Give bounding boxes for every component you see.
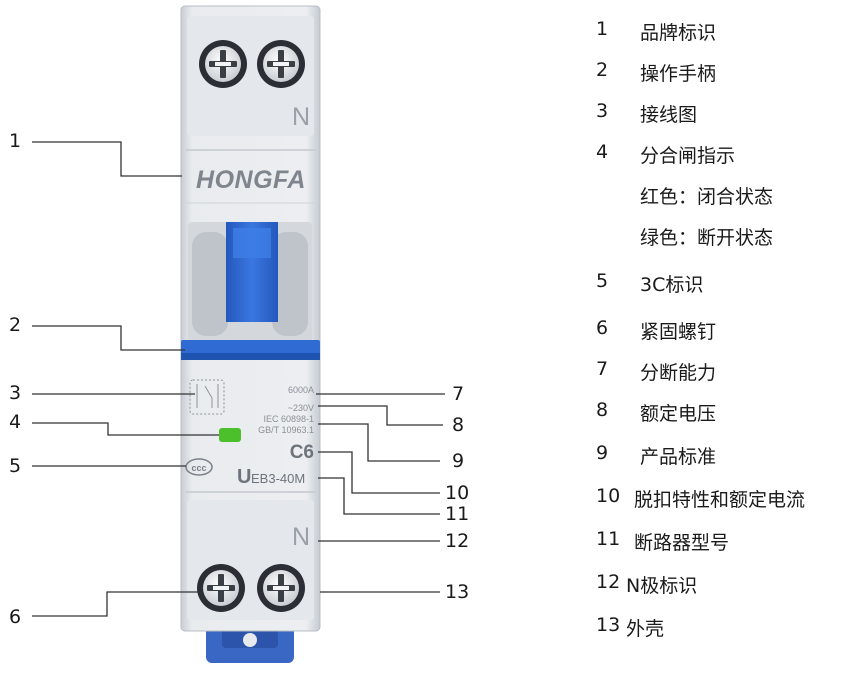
legend-label: 接线图: [640, 104, 698, 126]
wiring-diagram-icon: [189, 379, 225, 415]
legend-label: 分合闸指示: [640, 145, 736, 167]
voltage-text: ~230V: [288, 403, 314, 413]
legend-number: 5: [596, 270, 609, 292]
callout-number: 8: [452, 414, 465, 436]
legend-number: 13: [596, 614, 621, 636]
legend-label: 紧固螺钉: [640, 321, 717, 343]
legend-number: 6: [596, 317, 609, 339]
screw-icon: [257, 564, 305, 612]
brand-logo: HONGFA: [196, 166, 306, 194]
legend-number: 11: [596, 528, 621, 550]
breaking-capacity-text: 6000A: [288, 385, 314, 395]
legend-number: 8: [596, 399, 609, 421]
legend-label: N极标识: [626, 575, 698, 597]
din-clip: [206, 625, 294, 663]
callout-number: 5: [9, 455, 22, 477]
ccc-mark-icon: ccc: [185, 458, 213, 476]
spec-text: 6000A ~230V IEC 60898-1 GB/T 10963.1 C6 …: [237, 385, 314, 488]
screw-icon: [257, 40, 305, 88]
status-indicator: [219, 428, 241, 442]
callout-number: 11: [445, 503, 470, 525]
callout-number: 1: [9, 130, 22, 152]
callout-number: 2: [9, 314, 22, 336]
callout-number: 12: [445, 530, 470, 552]
callout-number: 3: [9, 382, 22, 404]
legend-label: 品牌标识: [640, 22, 717, 44]
standard-text-2: GB/T 10963.1: [258, 425, 314, 435]
legend-label: 3C标识: [640, 274, 704, 296]
legend-number: 12: [596, 571, 621, 593]
legend-label: 分断能力: [640, 362, 717, 384]
operating-handle[interactable]: [181, 222, 320, 360]
neutral-mark-top: N: [292, 103, 310, 131]
callout-number: 9: [452, 450, 465, 472]
callout-number: 13: [445, 581, 470, 603]
legend-number: 10: [596, 485, 621, 507]
model-prefix: U: [237, 466, 251, 488]
legend-number: 2: [596, 59, 609, 81]
standard-text-1: IEC 60898-1: [263, 414, 314, 424]
legend-number: 4: [596, 141, 609, 163]
legend-label: 脱扣特性和额定电流: [634, 489, 806, 511]
model-text: EB3-40M: [251, 471, 305, 486]
leader-lines: [32, 141, 445, 617]
legend-label: 绿色：断开状态: [640, 227, 774, 249]
neutral-mark-bottom: N: [292, 523, 310, 551]
top-screws: [199, 40, 305, 88]
screw-icon: [197, 564, 245, 612]
bottom-screws: [197, 564, 305, 612]
legend-label: 产品标准: [640, 446, 717, 468]
callout-number: 4: [9, 411, 22, 433]
callout-number: 6: [9, 606, 22, 628]
legend-number: 1: [596, 18, 609, 40]
legend-label: 外壳: [626, 618, 665, 640]
rating-text: C6: [290, 442, 314, 463]
legend-label: 额定电压: [640, 403, 717, 425]
legend-label: 断路器型号: [634, 532, 730, 554]
legend-number: 9: [596, 442, 609, 464]
legend-number: 7: [596, 358, 609, 380]
callout-number: 7: [452, 383, 465, 405]
legend-label: 操作手柄: [640, 63, 717, 85]
svg-text:ccc: ccc: [191, 463, 206, 473]
callout-number: 10: [445, 482, 470, 504]
screw-icon: [199, 40, 247, 88]
legend-number: 3: [596, 100, 609, 122]
legend-label: 红色：闭合状态: [640, 186, 774, 208]
